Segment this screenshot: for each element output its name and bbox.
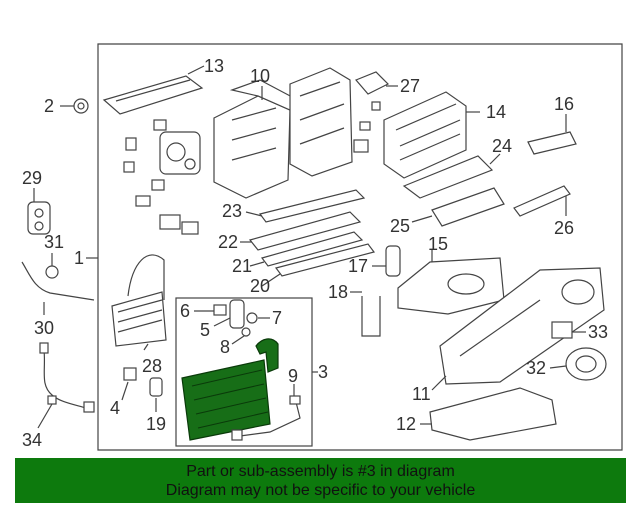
parts-diagram: 1 2 3 4 5 6 7 8 9 10 11 12 13 14 15 16 1…	[21, 43, 623, 451]
drain-hose-part	[21, 253, 95, 315]
callout-2: 2	[44, 96, 54, 116]
hvac-case-right	[289, 67, 353, 177]
expansion-valve-part	[213, 299, 245, 329]
callout-13: 13	[204, 56, 224, 76]
callout-5: 5	[200, 320, 210, 340]
lower-case-part	[397, 250, 505, 315]
callout-16: 16	[554, 94, 574, 114]
callout-30: 30	[34, 318, 54, 338]
assembly-frame	[97, 43, 623, 451]
grommet-part	[60, 98, 89, 114]
callout-18: 18	[328, 282, 348, 302]
callout-27: 27	[400, 76, 420, 96]
door-22	[240, 211, 362, 251]
blower-housing-part	[431, 267, 605, 391]
door-23	[245, 189, 366, 223]
callout-31: 31	[44, 232, 64, 252]
cabin-filter-part	[411, 187, 505, 227]
hvac-case-left	[213, 79, 295, 199]
callout-3: 3	[318, 362, 328, 382]
bolt-part	[194, 304, 227, 316]
callout-12: 12	[396, 414, 416, 434]
temperature-sensor-part	[231, 384, 301, 441]
callout-7: 7	[272, 308, 282, 328]
blower-motor-part	[549, 347, 607, 381]
callout-10: 10	[250, 66, 270, 86]
callout-20: 20	[250, 276, 270, 296]
callout-15: 15	[428, 234, 448, 254]
info-banner: Part or sub-assembly is #3 in diagram Di…	[15, 458, 626, 503]
wire-harness-part	[37, 342, 95, 429]
callout-23: 23	[222, 201, 242, 221]
seal-strip-part	[513, 185, 571, 217]
callout-32: 32	[526, 358, 546, 378]
cowl-cover-part	[102, 65, 205, 115]
evaporator-core-highlight	[181, 338, 279, 441]
resistor-part	[551, 321, 586, 339]
lower-cover-part	[420, 387, 557, 441]
callout-9: 9	[288, 366, 298, 386]
seal-part	[27, 188, 51, 235]
callout-6: 6	[180, 301, 190, 321]
o-ring-7	[246, 312, 270, 324]
callout-29: 29	[22, 168, 42, 188]
bracket-part	[354, 71, 398, 95]
callout-8: 8	[220, 337, 230, 357]
door-21	[249, 231, 364, 267]
heater-core-part	[111, 254, 167, 351]
callout-24: 24	[492, 136, 512, 156]
callout-1: 1	[74, 248, 84, 268]
small-fittings	[353, 101, 381, 153]
callout-21: 21	[232, 256, 252, 276]
filter-frame-part	[402, 153, 501, 199]
callout-34: 34	[22, 430, 42, 450]
clip-part	[121, 367, 137, 401]
banner-part-note: Part or sub-assembly is #3 in diagram	[186, 462, 455, 480]
callout-14: 14	[486, 102, 506, 122]
gasket-17	[372, 245, 401, 277]
upper-case-part	[383, 91, 480, 179]
callout-28: 28	[142, 356, 162, 376]
actuator-cluster	[123, 119, 201, 235]
callout-26: 26	[554, 218, 574, 238]
gasket-18	[350, 291, 381, 337]
callout-22: 22	[218, 232, 238, 252]
callout-33: 33	[588, 322, 608, 342]
callout-25: 25	[390, 216, 410, 236]
small-seal-part	[149, 377, 163, 412]
filter-cover-part	[527, 114, 577, 155]
callout-19: 19	[146, 414, 166, 434]
callout-17: 17	[348, 256, 368, 276]
banner-disclaimer: Diagram may not be specific to your vehi…	[165, 481, 476, 499]
callout-11: 11	[412, 384, 431, 404]
callout-4: 4	[110, 398, 120, 418]
door-20	[261, 243, 376, 287]
o-ring-8	[231, 327, 251, 345]
callout-labels: 1 2 3 4 5 6 7 8 9 10 11 12 13 14 15 16 1…	[22, 56, 608, 450]
